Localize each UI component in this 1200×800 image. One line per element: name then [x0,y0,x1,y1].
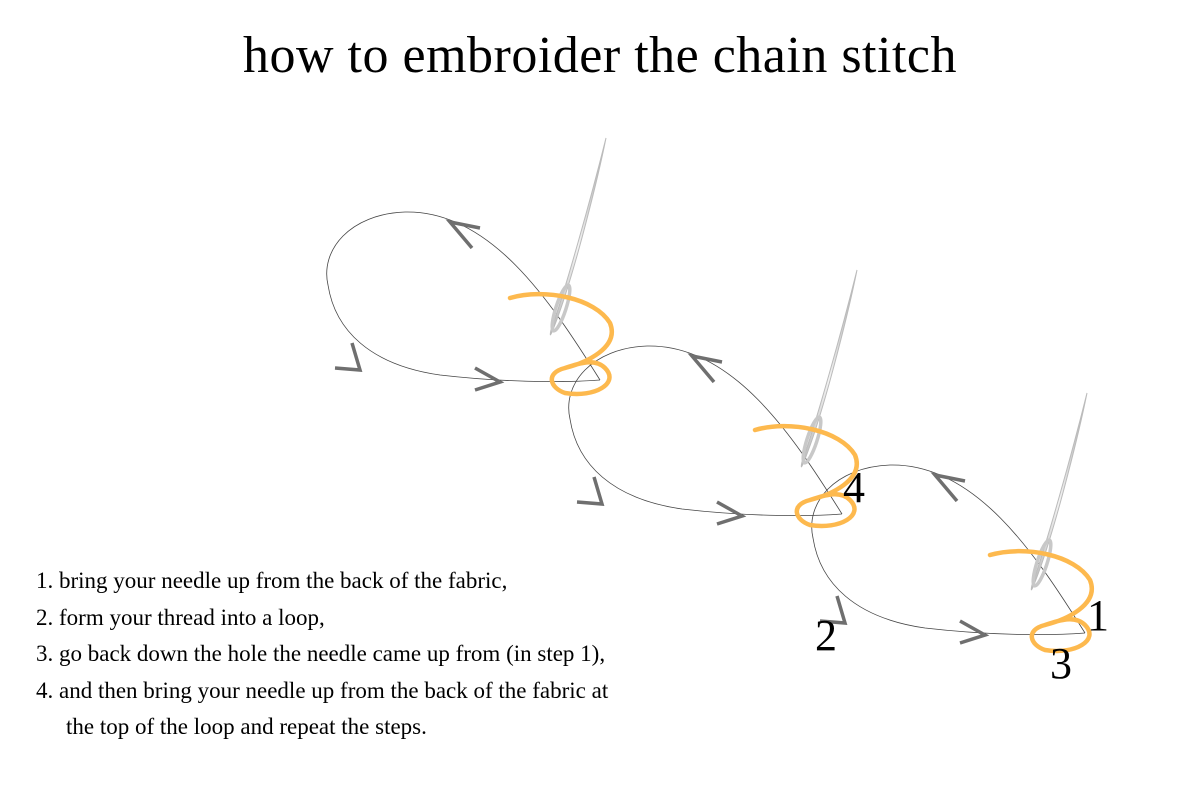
step-4: 4. and then bring your needle up from th… [36,677,609,703]
step-4-continued: the top of the loop and repeat the steps… [66,714,427,739]
step-1: 1. bring your needle up from the back of… [36,568,508,593]
marker-1: 1 [1087,591,1109,640]
step-2: 2. form your thread into a loop, [36,604,325,630]
marker-3: 3 [1050,639,1072,688]
needle-icon [798,268,859,469]
marker-4: 4 [843,463,865,512]
instruction-list: 1. bring your needle up from the back of… [36,563,608,746]
needle-icon [1028,391,1089,592]
step-3: 3. go back down the hole the needle came… [36,641,606,666]
marker-2: 2 [815,611,837,660]
needle-icon [547,136,608,337]
page-title: how to embroider the chain stitch [243,27,957,84]
